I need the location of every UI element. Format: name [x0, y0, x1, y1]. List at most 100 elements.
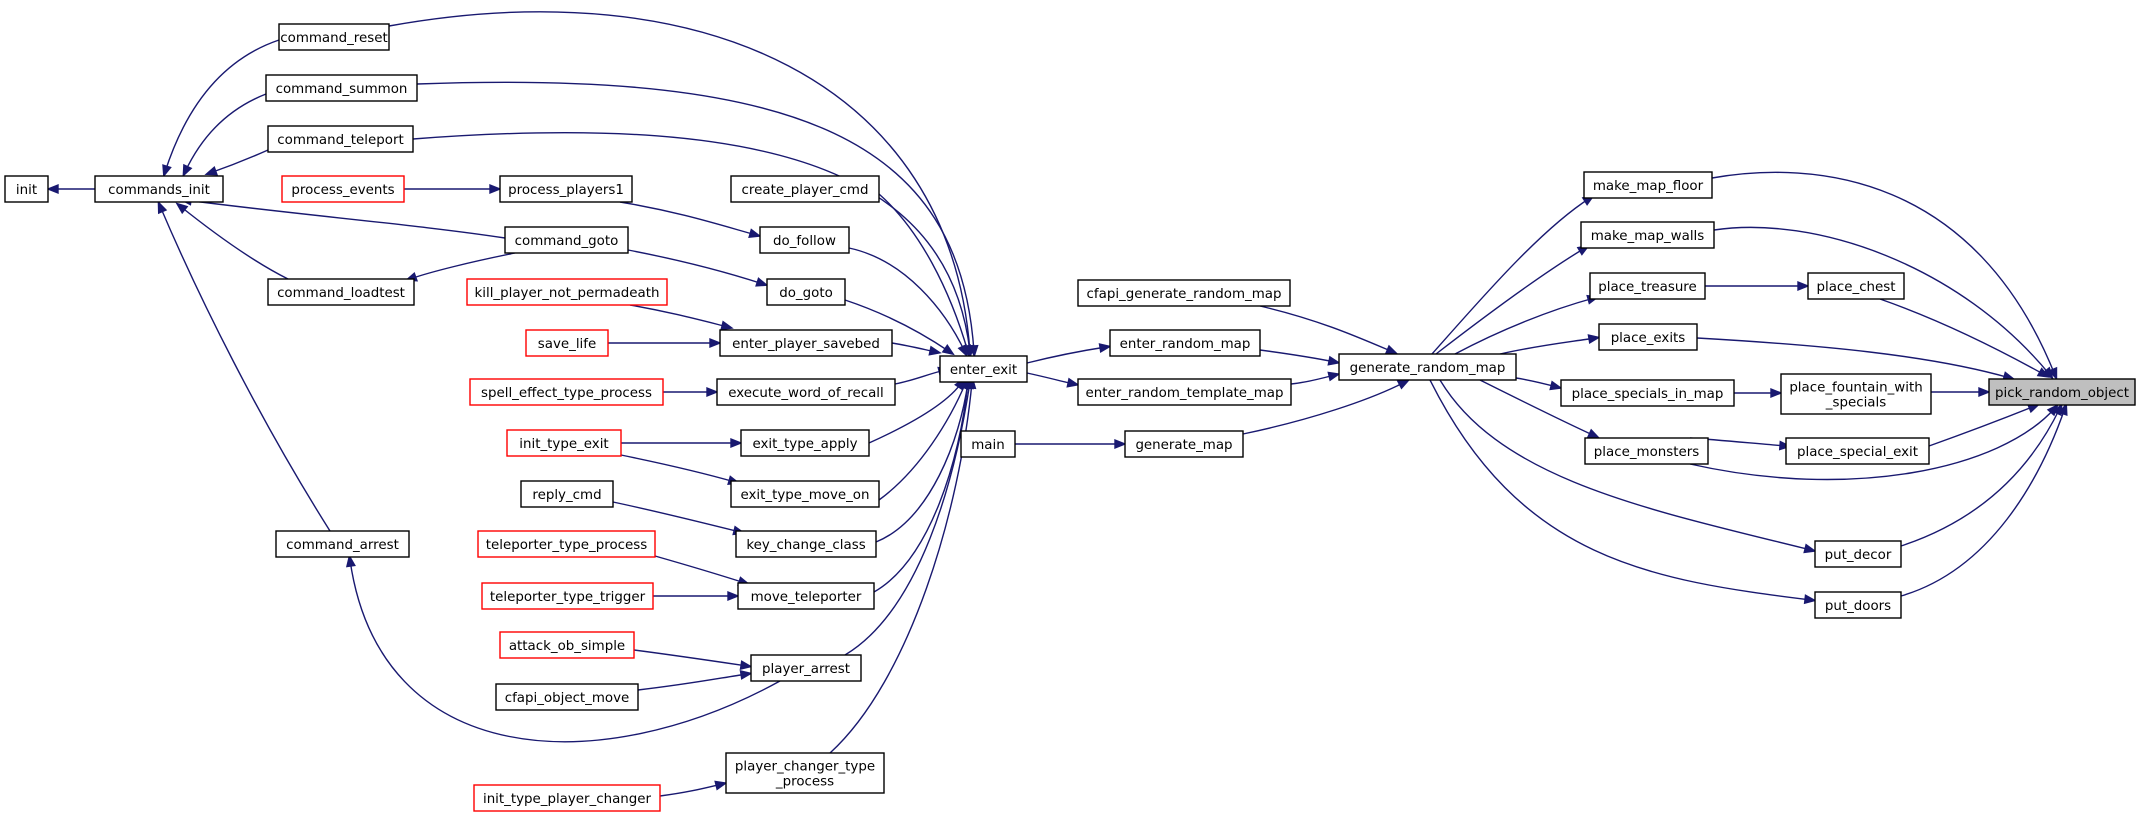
- edge-enter-random-template-map-to-generate-random-map: [1290, 371, 1341, 385]
- edge-line: [620, 454, 736, 483]
- node-place-specials-in-map[interactable]: place_specials_in_map: [1560, 379, 1735, 407]
- node-process-events[interactable]: process_events: [281, 175, 405, 203]
- edge-line: [1713, 226, 2051, 376]
- node-spell-effect-type-process[interactable]: spell_effect_type_process: [469, 378, 664, 406]
- node-do-goto[interactable]: do_goto: [766, 278, 846, 306]
- node-place-chest[interactable]: place_chest: [1807, 272, 1905, 300]
- node-box: [520, 480, 614, 508]
- node-main[interactable]: main: [960, 430, 1016, 458]
- node-commands-init[interactable]: commands_init: [94, 175, 224, 203]
- node-box: [735, 530, 877, 558]
- node-make-map-floor[interactable]: make_map_floor: [1583, 171, 1713, 199]
- node-command-loadtest[interactable]: command_loadtest: [267, 278, 415, 306]
- node-box: [4, 175, 49, 203]
- node-box: [1988, 378, 2136, 406]
- node-teleporter-type-process[interactable]: teleporter_type_process: [477, 530, 656, 558]
- edge-line: [629, 304, 729, 328]
- edge-generate-random-map-to-place-exits: [1499, 334, 1601, 355]
- node-player-changer-type-process[interactable]: player_changer_type_process: [725, 752, 885, 794]
- edge-init-type-player-changer-to-player-changer-type-process: [659, 780, 728, 797]
- node-cfapi-object-move[interactable]: cfapi_object_move: [495, 683, 639, 711]
- edge-line: [633, 649, 748, 667]
- node-label: player_arrest: [762, 662, 850, 677]
- edge-line: [875, 381, 969, 543]
- node-place-treasure[interactable]: place_treasure: [1589, 272, 1706, 300]
- edge-do-goto-to-enter-exit: [844, 299, 955, 356]
- node-init-type-player-changer[interactable]: init_type_player_changer: [473, 784, 661, 812]
- node-command-summon[interactable]: command_summon: [265, 74, 418, 102]
- node-box: [1598, 323, 1698, 351]
- node-process-players1[interactable]: process_players1: [499, 175, 633, 203]
- node-command-arrest[interactable]: command_arrest: [275, 530, 410, 558]
- edge-line: [844, 299, 951, 353]
- arrowhead-icon: [1586, 428, 1601, 439]
- node-do-follow[interactable]: do_follow: [759, 226, 850, 254]
- node-box: [730, 480, 880, 508]
- node-save-life[interactable]: save_life: [525, 329, 609, 357]
- edge-place-treasure-to-place-chest: [1705, 280, 1810, 292]
- node-command-reset[interactable]: command_reset: [278, 23, 390, 51]
- node-pick-random-object[interactable]: pick_random_object: [1988, 378, 2136, 406]
- node-generate-random-map[interactable]: generate_random_map: [1338, 353, 1517, 381]
- edge-line: [873, 381, 969, 593]
- node-label: reply_cmd: [532, 488, 601, 503]
- node-key-change-class[interactable]: key_change_class: [735, 530, 877, 558]
- node-player-arrest[interactable]: player_arrest: [750, 654, 862, 682]
- graph-nodes: pick_random_object make_map_floor make_map…: [4, 23, 2136, 812]
- node-box: [525, 329, 609, 357]
- node-attack-ob-simple[interactable]: attack_ob_simple: [499, 631, 635, 659]
- arrowhead-icon: [739, 660, 753, 671]
- node-label: place_special_exit: [1797, 445, 1918, 460]
- edge-place-specials-in-map-to-place-fountain-with-specials: [1734, 387, 1783, 399]
- node-box: [1109, 329, 1261, 357]
- node-teleporter-type-trigger[interactable]: teleporter_type_trigger: [481, 582, 654, 610]
- node-box: [939, 355, 1028, 383]
- node-box: [1814, 591, 1902, 619]
- node-enter-random-template-map[interactable]: enter_random_template_map: [1077, 378, 1292, 406]
- node-make-map-walls[interactable]: make_map_walls: [1580, 221, 1715, 249]
- edge-process-players1-to-do-follow: [619, 201, 762, 239]
- edge-player-arrest-to-command-arrest: [345, 554, 781, 743]
- node-place-special-exit[interactable]: place_special_exit: [1785, 437, 1930, 465]
- node-execute-word-of-recall[interactable]: execute_word_of_recall: [716, 378, 896, 406]
- node-place-monsters[interactable]: place_monsters: [1584, 437, 1709, 465]
- node-exit-type-apply[interactable]: exit_type_apply: [740, 429, 870, 457]
- node-move-teleporter[interactable]: move_teleporter: [737, 582, 875, 610]
- node-reply-cmd[interactable]: reply_cmd: [520, 480, 614, 508]
- node-init[interactable]: init: [4, 175, 49, 203]
- node-kill-player-not-permadeath[interactable]: kill_player_not_permadeath: [466, 278, 668, 306]
- node-label: cfapi_object_move: [505, 691, 630, 706]
- node-create-player-cmd[interactable]: create_player_cmd: [730, 175, 880, 203]
- edge-line: [1711, 171, 2056, 376]
- node-generate-map[interactable]: generate_map: [1124, 430, 1244, 458]
- node-enter-player-savebed[interactable]: enter_player_savebed: [719, 329, 893, 357]
- node-put-decor[interactable]: put_decor: [1814, 540, 1902, 568]
- node-init-type-exit[interactable]: init_type_exit: [506, 429, 622, 457]
- arrowhead-icon: [1797, 280, 1810, 292]
- edge-line: [184, 93, 267, 173]
- node-exit-type-move-on[interactable]: exit_type_move_on: [730, 480, 880, 508]
- edge-line: [659, 783, 723, 797]
- node-box: [1077, 378, 1292, 406]
- arrowhead-icon: [157, 200, 168, 215]
- edge-enter-random-map-to-generate-random-map: [1259, 349, 1341, 366]
- node-place-exits[interactable]: place_exits: [1598, 323, 1698, 351]
- node-enter-random-map[interactable]: enter_random_map: [1109, 329, 1261, 357]
- node-place-fountain-with-specials[interactable]: place_fountain_with_specials: [1780, 373, 1932, 415]
- node-command-teleport[interactable]: command_teleport: [267, 125, 414, 153]
- node-box: [275, 530, 410, 558]
- node-put-doors[interactable]: put_doors: [1814, 591, 1902, 619]
- node-label: exit_type_move_on: [741, 488, 870, 503]
- node-enter-exit[interactable]: enter_exit: [939, 355, 1028, 383]
- node-command-goto[interactable]: command_goto: [504, 226, 629, 254]
- arrowhead-icon: [1066, 377, 1080, 388]
- edge-generate-random-map-to-make-map-floor: [1431, 194, 1595, 355]
- edge-line: [878, 193, 969, 353]
- node-box: [960, 430, 1016, 458]
- node-label: place_chest: [1816, 280, 1895, 295]
- node-cfapi-generate-random-map[interactable]: cfapi_generate_random_map: [1077, 279, 1291, 307]
- edge-line: [654, 555, 746, 584]
- node-box: [506, 429, 622, 457]
- edge-line: [1026, 346, 1107, 364]
